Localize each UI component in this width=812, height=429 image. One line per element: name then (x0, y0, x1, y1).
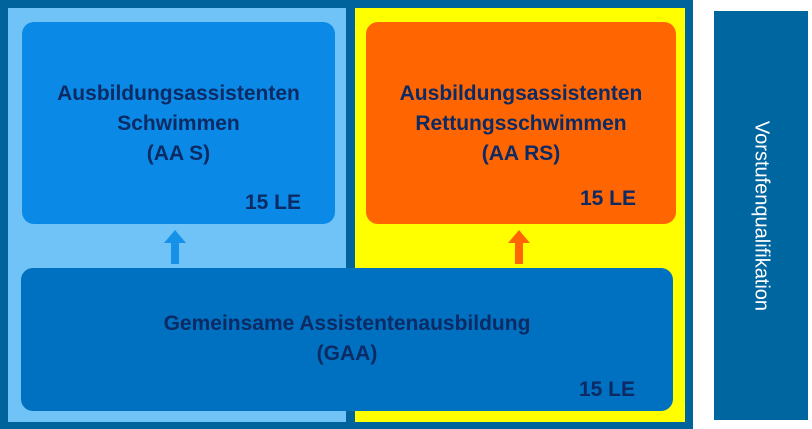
arrow-up-icon (164, 230, 186, 264)
aa-s-le: 15 LE (244, 191, 301, 214)
gaa-line-2: (GAA) (316, 342, 378, 365)
aa-rs-line-2: Rettungsschwimmen (415, 112, 627, 135)
aa-rs-line-1: Ausbildungsassistenten (399, 82, 643, 105)
aa-rs-line-3: (AA RS) (481, 142, 561, 165)
aa-rs-le: 15 LE (579, 187, 636, 210)
side-bar: Vorstufenqualifikation (714, 11, 808, 420)
aa-s-line-3: (AA S) (146, 142, 211, 165)
side-label: Vorstufenqualifikation (750, 120, 773, 311)
gaa-title: Gemeinsame Assistentenausbildung (GAA) (164, 309, 531, 369)
aa-s-line-1: Ausbildungsassistenten (57, 82, 300, 105)
aa-rs-title: Ausbildungsassistenten Rettungsschwimmen… (400, 79, 643, 169)
aa-s-line-2: Schwimmen (117, 112, 240, 135)
aa-rs-box: Ausbildungsassistenten Rettungsschwimmen… (366, 22, 676, 224)
gaa-box: Gemeinsame Assistentenausbildung (GAA) 1… (21, 268, 673, 411)
gaa-le: 15 LE (578, 378, 635, 401)
gaa-line-1: Gemeinsame Assistentenausbildung (163, 312, 531, 335)
arrow-up-icon (508, 230, 530, 264)
aa-s-title: Ausbildungsassistenten Schwimmen (AA S) (57, 79, 300, 169)
aa-s-box: Ausbildungsassistenten Schwimmen (AA S) … (22, 22, 335, 224)
